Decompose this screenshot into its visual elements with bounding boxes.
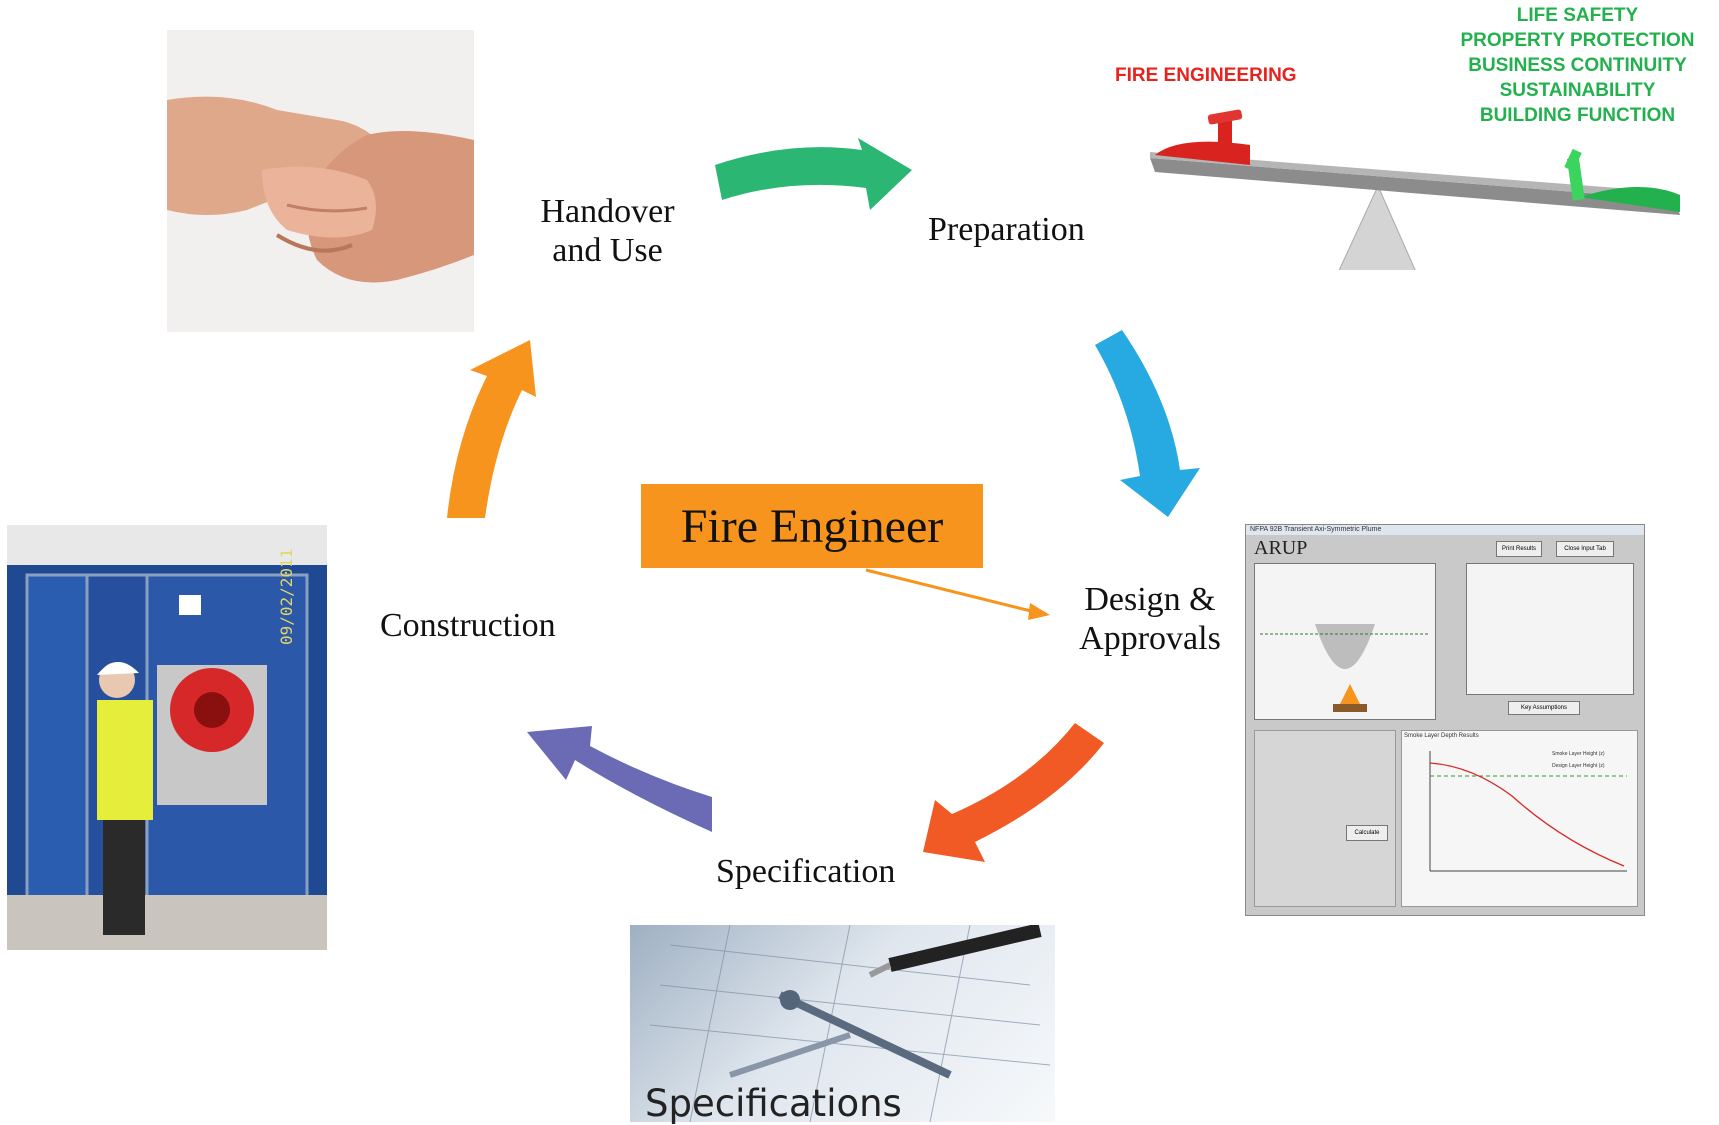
legend-smoke-layer: Smoke Layer Height (z) [1552, 751, 1605, 757]
specifications-image [630, 925, 1055, 1122]
legend-design-layer: Design Layer Height (z) [1552, 763, 1605, 769]
print-results-button: Print Results [1496, 541, 1542, 557]
construction-photo: 09/02/2011 [7, 525, 327, 950]
stage-construction: Construction [380, 607, 556, 644]
arrow-purple [527, 726, 712, 832]
fire-engineer-box: Fire Engineer [641, 484, 983, 568]
results-chart: Smoke Layer Depth Results Smoke Layer He… [1401, 730, 1638, 907]
benefit-item: BUSINESS CONTINUITY [1468, 55, 1687, 76]
fire-parameters-panel [1254, 730, 1396, 907]
calculate-button: Calculate [1346, 825, 1388, 841]
stage-specification: Specification [716, 853, 896, 890]
tool-screenshot: NFPA 92B Transient Axi-Symmetric Plume A… [1245, 524, 1645, 916]
tool-titlebar: NFPA 92B Transient Axi-Symmetric Plume [1246, 525, 1644, 535]
connector-line [865, 568, 1036, 614]
photo-date-stamp: 09/02/2011 [277, 549, 296, 645]
arrow-green [715, 138, 912, 210]
benefit-item: LIFE SAFETY [1516, 5, 1639, 26]
benefit-item: SUSTAINABILITY [1499, 80, 1656, 101]
arrow-orange [447, 340, 536, 518]
stage-preparation: Preparation [928, 211, 1085, 248]
close-input-tab-button: Close Input Tab [1556, 541, 1614, 557]
results-chart-title: Smoke Layer Depth Results [1404, 733, 1479, 739]
key-assumptions-button: Key Assumptions [1508, 701, 1580, 715]
plume-diagram [1254, 563, 1436, 720]
fire-engineering-label: FIRE ENGINEERING [1115, 65, 1297, 86]
tool-logo: ARUP [1254, 537, 1308, 559]
stage-handover: Handover and Use [540, 193, 675, 270]
stage-design: Design & Approvals [1079, 581, 1221, 658]
specifications-caption: Specifications [645, 1082, 902, 1125]
benefits-list: LIFE SAFETY PROPERTY PROTECTION BUSINESS… [1440, 3, 1715, 128]
connector-arrowhead [1028, 603, 1050, 620]
handshake-image [167, 30, 474, 332]
seesaw-image [1150, 109, 1680, 270]
benefit-item: BUILDING FUNCTION [1479, 105, 1676, 126]
arrow-blue [1095, 330, 1200, 517]
equations-panel [1466, 563, 1634, 695]
arrow-red [923, 723, 1104, 862]
benefit-item: PROPERTY PROTECTION [1460, 30, 1695, 51]
